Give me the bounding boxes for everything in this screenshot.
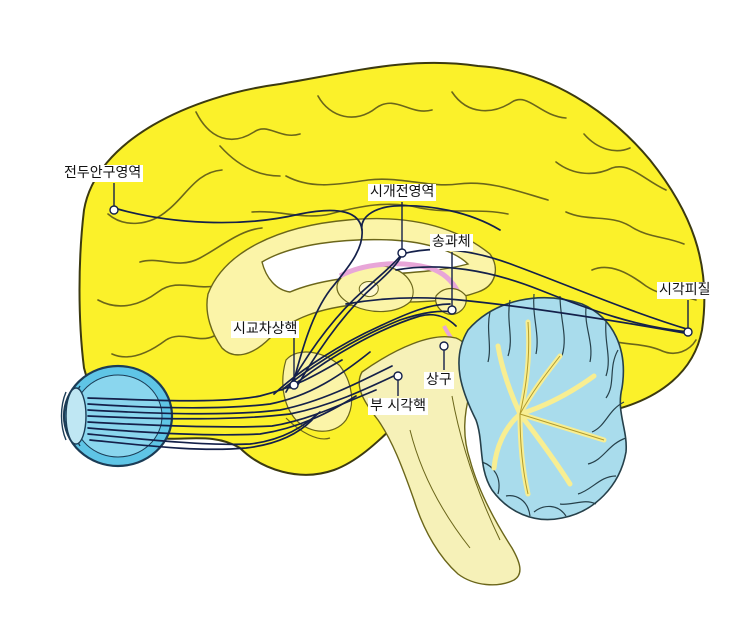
label-pineal-body: 송과체	[430, 234, 473, 251]
eye	[60, 364, 174, 468]
scn-marker	[289, 380, 299, 390]
pretectal-marker	[397, 248, 407, 258]
arbor-outline	[519, 321, 605, 495]
lens	[65, 387, 87, 445]
accessory-optic-marker	[393, 371, 403, 381]
label-suprachiasmatic-nucleus: 시교차상핵	[231, 321, 300, 338]
pineal-marker	[447, 305, 457, 315]
label-visual-cortex: 시각피질	[657, 282, 713, 299]
visual-cortex-marker	[683, 327, 693, 337]
label-pretectal-area: 시개전영역	[368, 184, 437, 201]
visual-pathways	[87, 204, 691, 451]
frontal-eye-field-marker	[109, 205, 119, 215]
label-superior-colliculus: 상구	[424, 372, 454, 389]
label-accessory-optic-nucleus: 부 시각핵	[368, 398, 428, 415]
pretectal-pink-band	[338, 261, 461, 294]
superior-colliculus-marker	[439, 341, 449, 351]
leader-lines	[109, 183, 693, 396]
cerebellum	[458, 293, 627, 521]
label-frontal-eye-field: 전두안구영역	[62, 165, 144, 182]
